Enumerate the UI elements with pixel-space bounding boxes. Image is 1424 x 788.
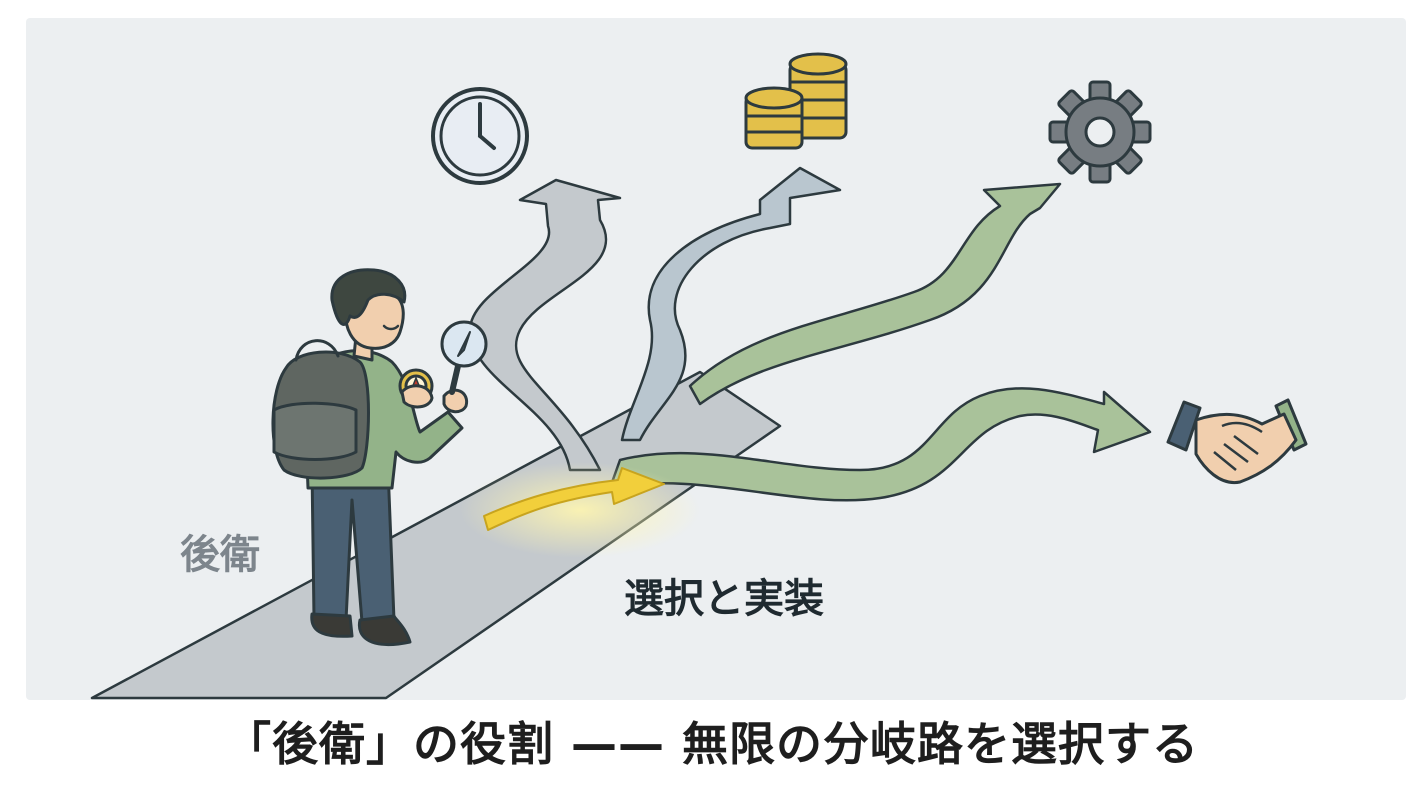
shoe-right: [357, 614, 412, 647]
handshake-icon: [1166, 398, 1308, 485]
shoe-left: [310, 612, 354, 638]
path-to-handshake: [608, 387, 1152, 502]
clock-icon: [431, 87, 529, 185]
person-figure: [271, 268, 488, 647]
hand-left: [400, 384, 434, 409]
gear-icon: [1048, 80, 1152, 184]
coins-icon: [744, 52, 848, 150]
hair: [330, 268, 407, 326]
label-rear-guard: 後衛: [180, 532, 260, 578]
highlight-arrow: [483, 467, 665, 531]
label-choice-implementation: 選択と実装: [624, 576, 824, 622]
magnifier-icon: [440, 320, 488, 395]
path-to-coins: [620, 166, 842, 442]
path-to-clock: [468, 178, 622, 472]
hand-right: [442, 388, 469, 414]
path-to-gear: [688, 182, 1062, 406]
diagram-caption: 「後衛」の役割 —— 無限の分岐路を選択する: [224, 717, 1200, 771]
